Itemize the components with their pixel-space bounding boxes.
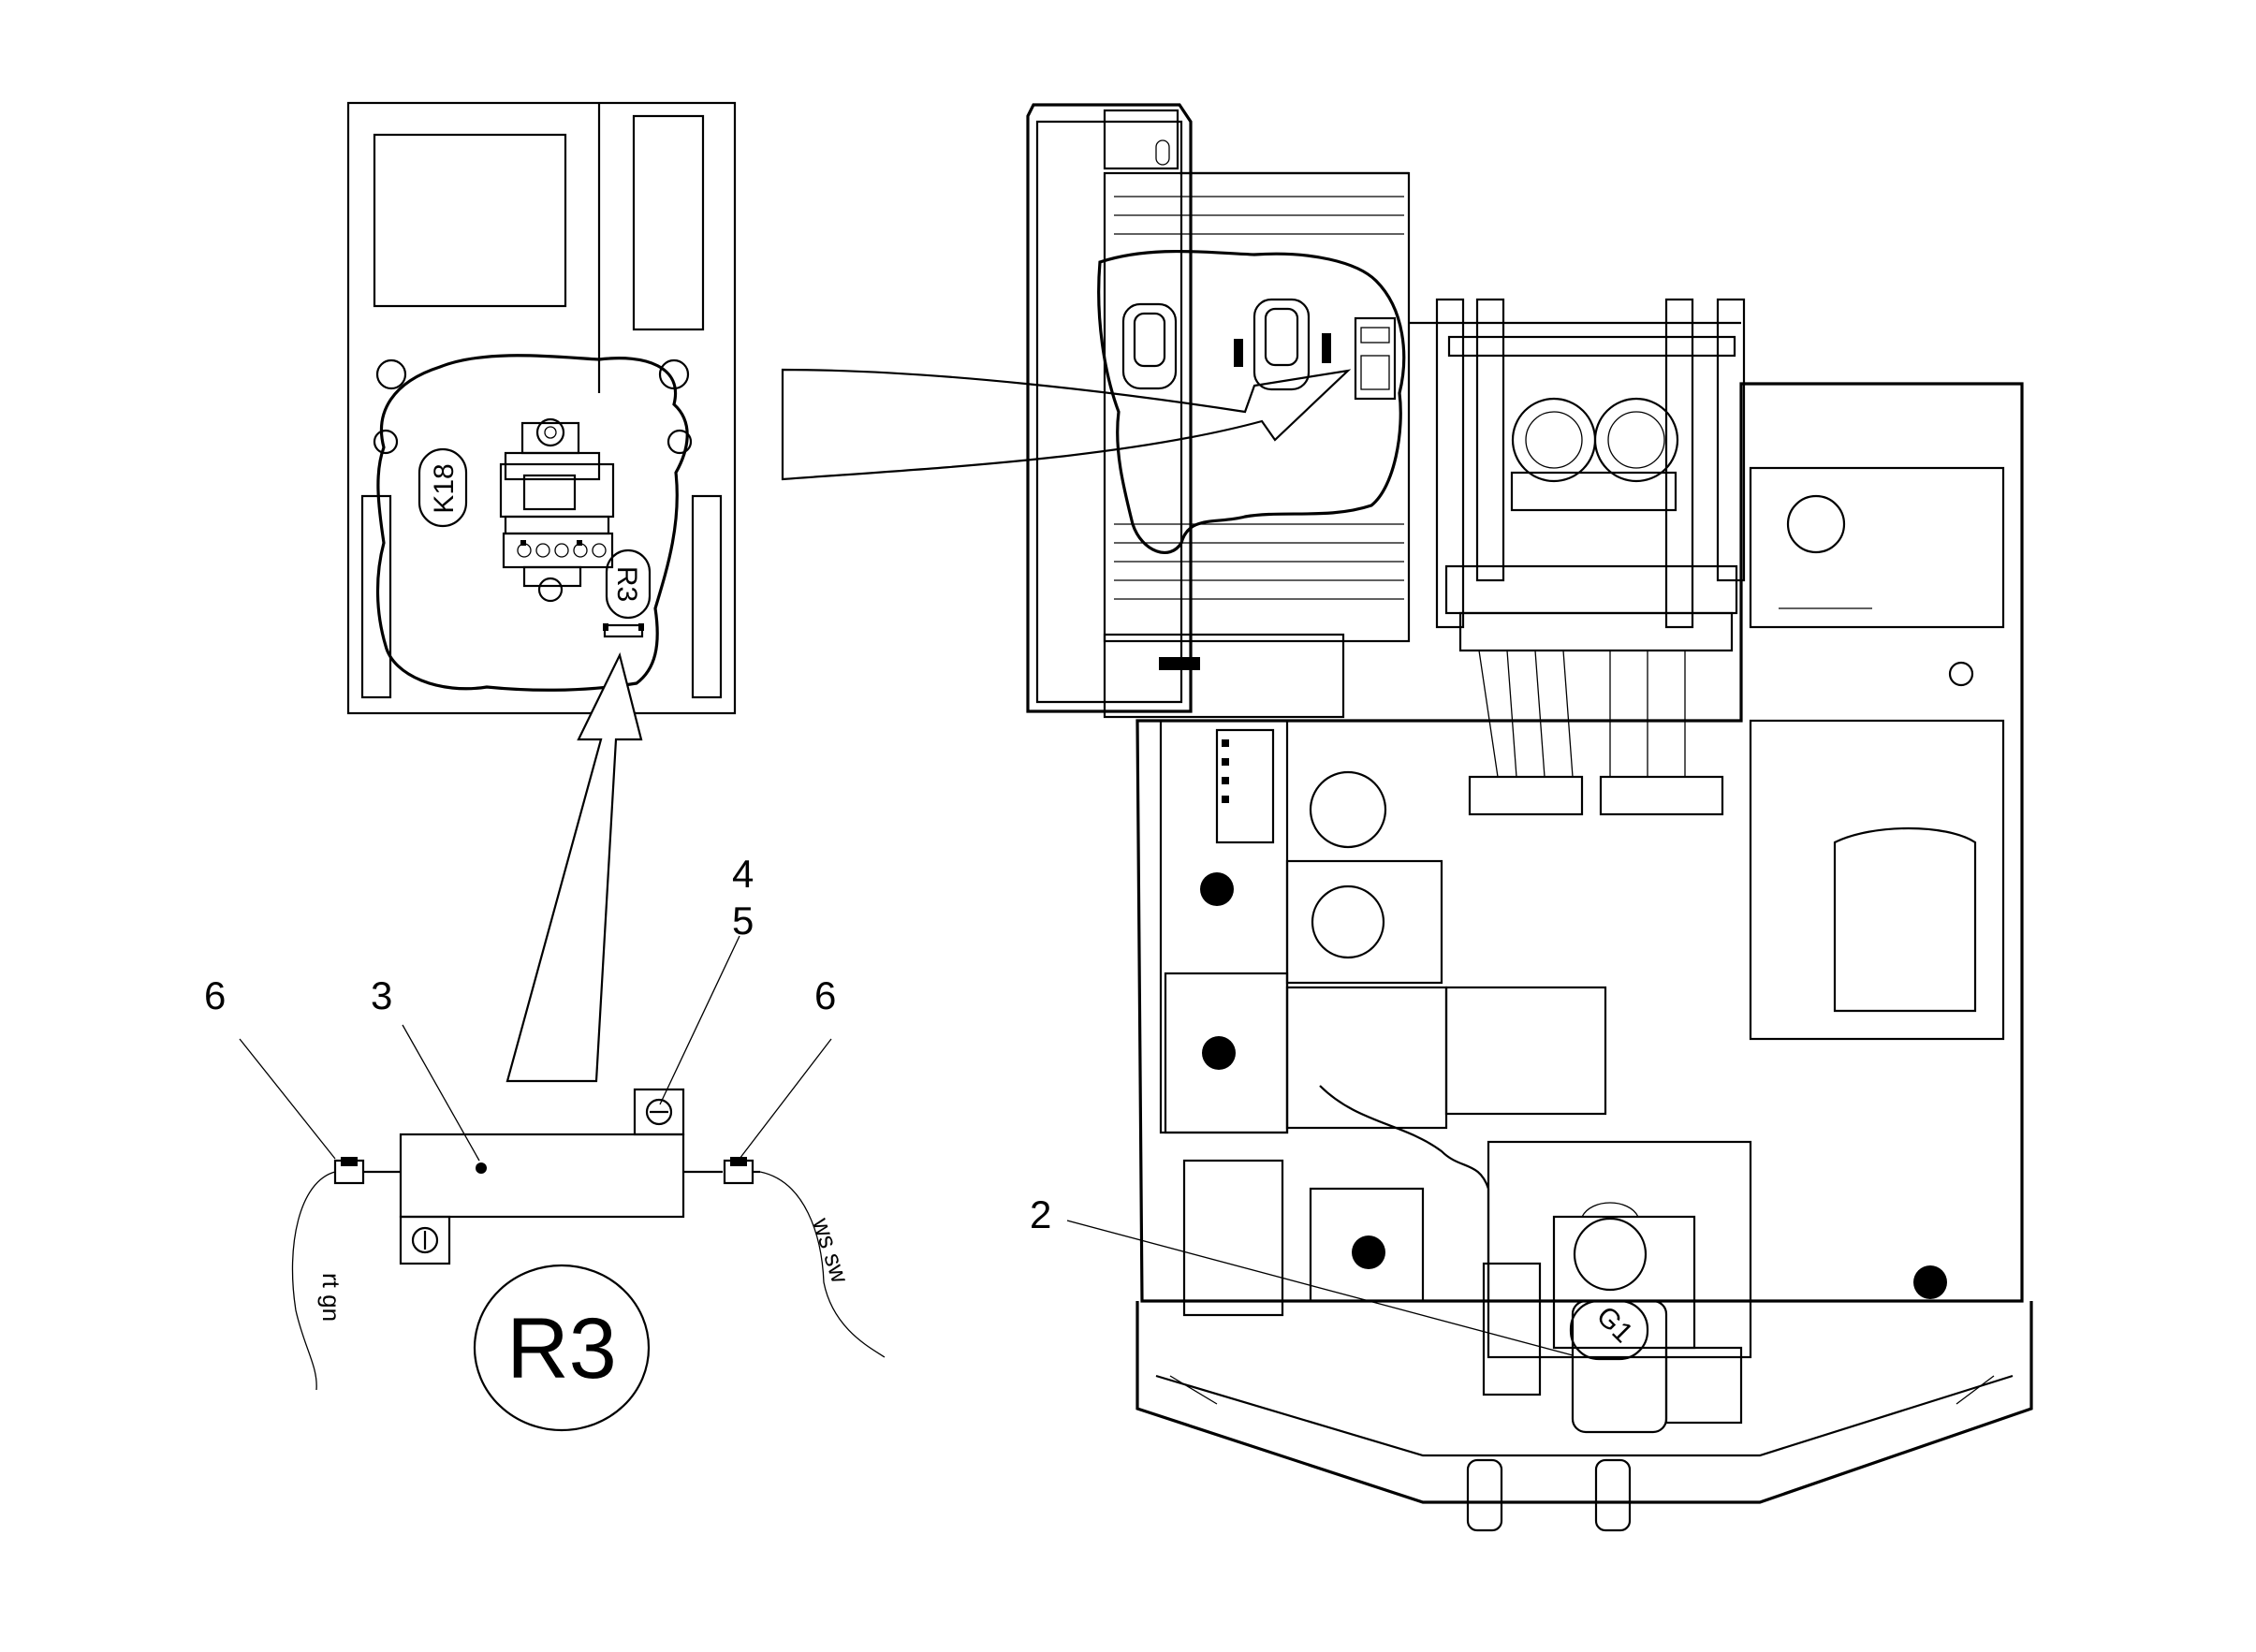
hydraulic-pumps [1510,397,1679,512]
k18-label: K18 [429,463,460,513]
k18-relay [499,417,615,603]
item-label-6-left: 6 [204,973,226,1017]
r3-detail-label: R3 [611,566,642,602]
r3-detail-resistor [603,623,644,638]
cab-floor-hatch [1114,196,1404,600]
leader-6-left [239,1038,336,1160]
rear-bumper [1135,1301,2033,1504]
leader-3 [402,1024,480,1162]
mesh-grilles [1200,872,1947,1299]
item-label-2: 2 [1030,1192,1051,1236]
cloud-cutout [375,354,689,692]
machine-top-view: G1 [1026,103,2033,1532]
engine-g1 [1482,1140,1752,1434]
leader-6-right [739,1038,832,1160]
left-wire [291,1171,336,1391]
valve-block [1458,611,1734,816]
zoom-arrow-horizontal [781,368,1352,481]
r3-main-label: R3 [506,1301,617,1396]
g1-label: G1 [1590,1300,1639,1349]
leader-4-5 [659,935,740,1105]
wire-label-left: rt gn [317,1273,345,1322]
left-connector [333,1157,367,1185]
zoom-arrow-vertical [505,651,643,1083]
item-label-5: 5 [732,899,754,943]
item-label-4: 4 [732,852,754,896]
operator-seats [1121,298,1331,391]
right-connector [723,1157,760,1185]
right-wire [759,1171,886,1358]
r3-main-callout: R3 [473,1264,651,1432]
g1-callout: G1 [1569,1299,1649,1361]
item-label-3: 3 [371,973,392,1017]
k18-callout: K18 [418,447,468,528]
r3-detail-callout: R3 [605,548,652,620]
detail-inset-panel: K18 R3 [346,101,737,715]
item-label-6-right: 6 [814,973,836,1017]
left-panels [1159,719,1443,1317]
boom-frame [1435,298,1746,629]
wire-label-right: ws sw [807,1214,855,1287]
